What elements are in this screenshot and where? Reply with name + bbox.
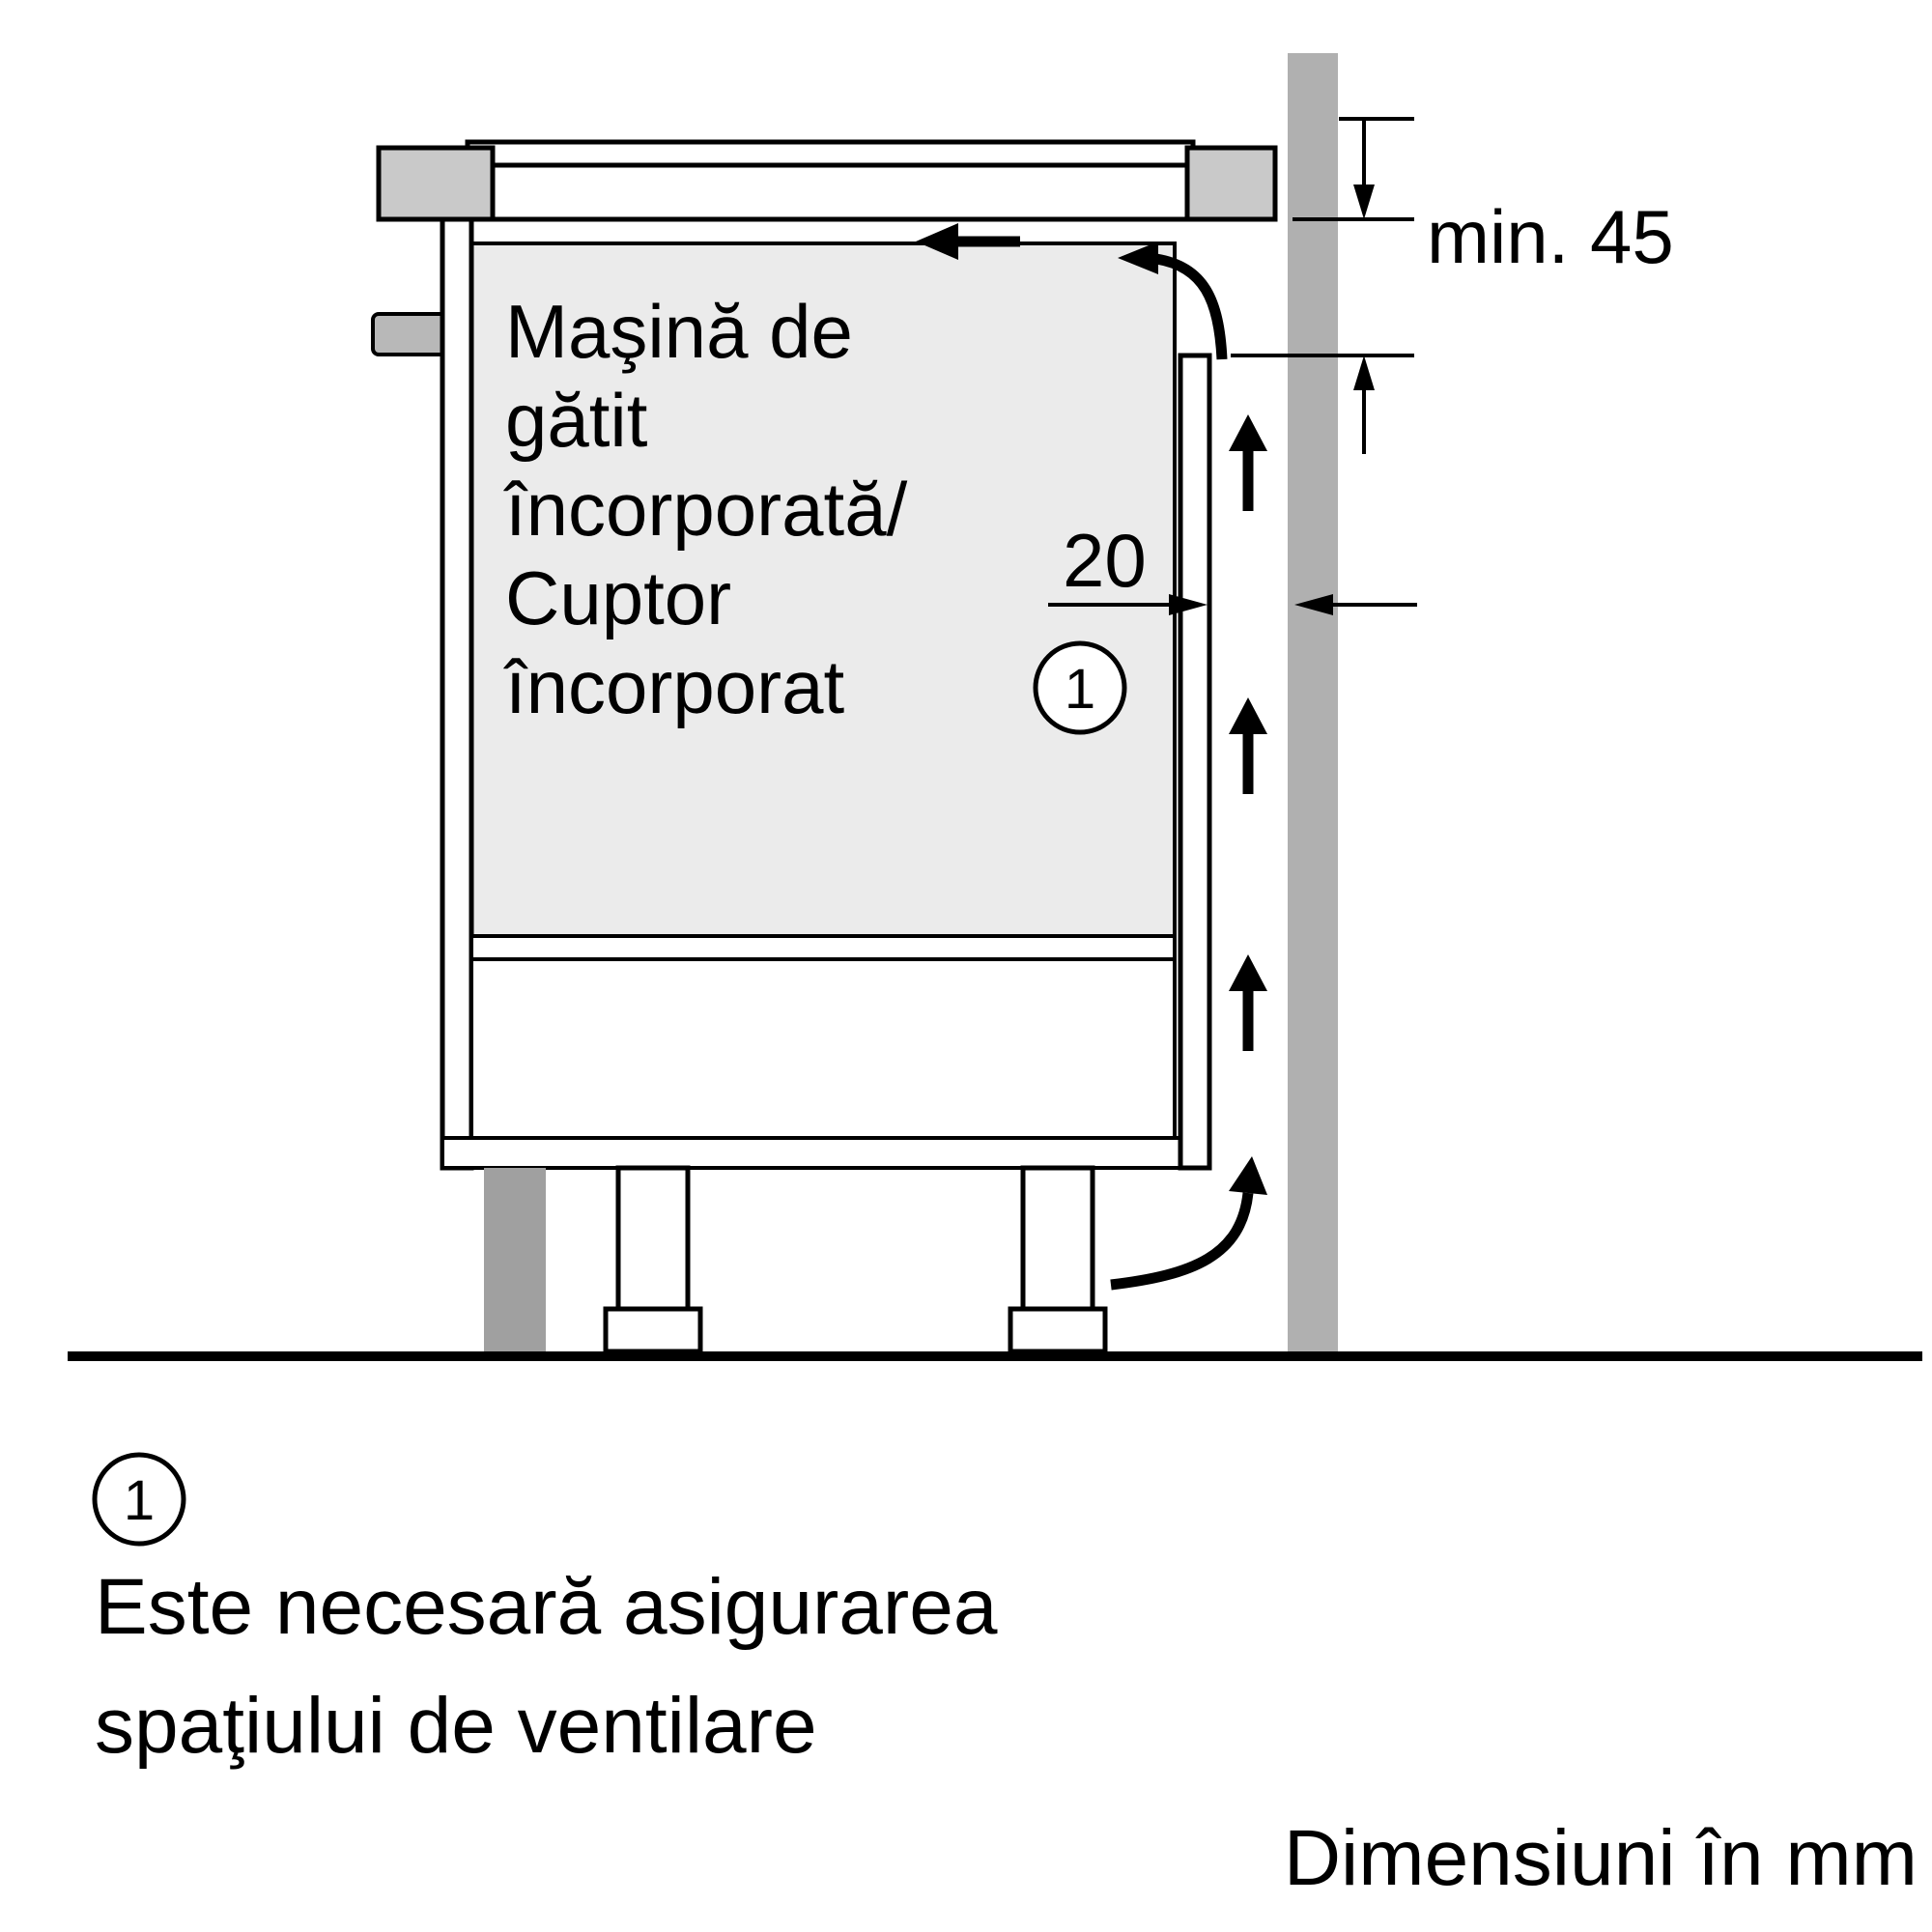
leg-rear — [1020, 1165, 1095, 1312]
cabinet-bottom-panel — [440, 1136, 1211, 1170]
connection-box — [371, 312, 448, 356]
legend-note-line1: Este necesară asigurarea — [95, 1563, 998, 1651]
airflow-curve-bottom-head-icon — [1229, 1156, 1267, 1195]
dim-min45-label: min. 45 — [1427, 194, 1674, 279]
appliance-label-line: Cuptor — [505, 555, 731, 640]
rear-panel — [1178, 353, 1212, 1171]
dim-arrow-right-icon — [1169, 594, 1208, 615]
dimension-min45: min. 45 — [1231, 117, 1674, 454]
airflow-curve-top-head-icon — [1118, 242, 1158, 274]
legend-note-line2: spaţiului de ventilare — [95, 1682, 817, 1770]
units-note: Dimensiuni în mm — [1284, 1814, 1918, 1902]
appliance-label-line: încorporată/ — [503, 467, 908, 552]
note-marker-circle — [1033, 640, 1127, 735]
cabinet-left-panel — [440, 216, 474, 1171]
appliance-label-line: gătit — [505, 378, 648, 463]
hob — [376, 139, 1278, 222]
dimension-20: 20 — [1048, 518, 1417, 615]
hob-glass-top — [465, 139, 1196, 168]
dim-20-label: 20 — [1063, 518, 1147, 603]
leg-front — [615, 1165, 691, 1312]
leg-rear-foot — [1008, 1306, 1108, 1354]
dim-arrow-up-icon — [1353, 355, 1375, 390]
hob-body — [376, 162, 1278, 222]
dim-arrow-down-icon — [1353, 185, 1375, 219]
dim-arrow-left-icon — [1294, 594, 1333, 615]
drawer-panel — [469, 957, 1177, 1140]
note-marker: 1 — [1033, 640, 1127, 735]
leg-front-foot — [603, 1306, 703, 1354]
cabinet — [440, 216, 1212, 1354]
legend-marker-circle — [92, 1452, 186, 1547]
airflow-up-arrow-icon — [1229, 697, 1267, 794]
appliance-label-line: Maşină de — [505, 289, 853, 374]
appliance-label: Maşină de gătit încorporată/ Cuptor înco… — [503, 289, 908, 729]
legend-marker-number: 1 — [124, 1469, 155, 1532]
hob-left-trim — [376, 145, 496, 222]
airflow-curve-bottom-icon — [1110, 1192, 1254, 1291]
airflow — [916, 223, 1267, 1291]
compartment-bottom-rail — [469, 934, 1177, 961]
appliance-label-line: încorporat — [503, 644, 845, 729]
airflow-curve-top-icon — [1154, 253, 1228, 360]
plinth — [484, 1168, 546, 1351]
wall — [1288, 53, 1338, 1351]
note-marker-number: 1 — [1065, 658, 1095, 721]
airflow-up-arrow-icon — [1229, 954, 1267, 1051]
legend: 1 Este necesară asigurarea spaţiului de … — [92, 1452, 998, 1770]
hob-right-trim — [1184, 145, 1278, 222]
airflow-left-arrow-head-icon — [916, 223, 958, 260]
airflow-up-arrow-icon — [1229, 414, 1267, 511]
